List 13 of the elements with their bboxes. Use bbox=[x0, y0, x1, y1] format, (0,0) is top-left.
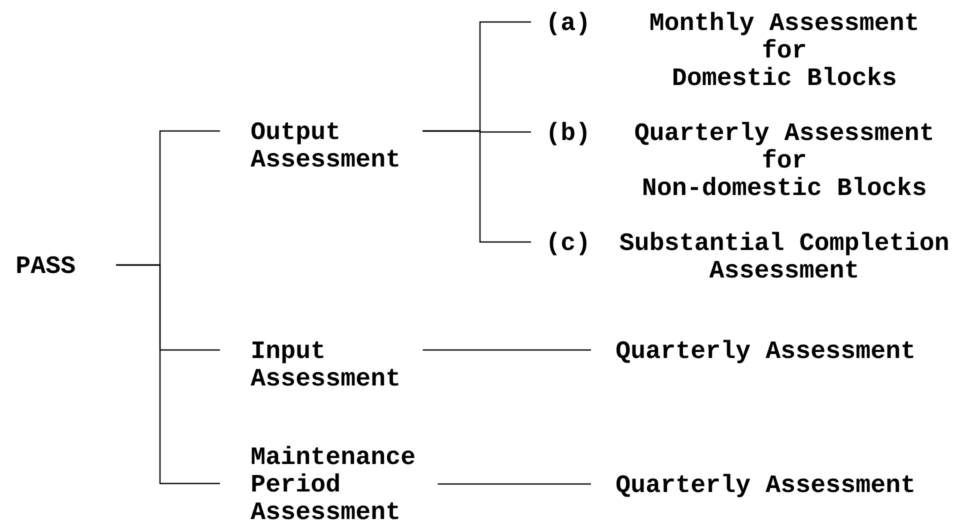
connector-line bbox=[116, 264, 220, 484]
label-text: Input Assessment bbox=[250, 341, 398, 386]
label-text: Quarterly Assessment bbox=[616, 340, 914, 364]
label-text: (c) Substantial Completion Assessment bbox=[550, 232, 948, 278]
label-text: Output Assessment bbox=[250, 122, 398, 167]
label-text: Maintenance Period Assessment bbox=[250, 446, 414, 520]
label-text: PASS bbox=[17, 256, 75, 274]
connector-line bbox=[422, 349, 591, 351]
label-text: (b) Quarterly Assessment for Non-domestic Blocks bbox=[550, 122, 932, 196]
label-text: Quarterly Assessment bbox=[616, 474, 914, 498]
connector-line bbox=[438, 483, 591, 485]
label-text: (a) Monthly Assessment for Domestic Blocks bbox=[550, 12, 917, 86]
connector-line bbox=[422, 130, 531, 243]
